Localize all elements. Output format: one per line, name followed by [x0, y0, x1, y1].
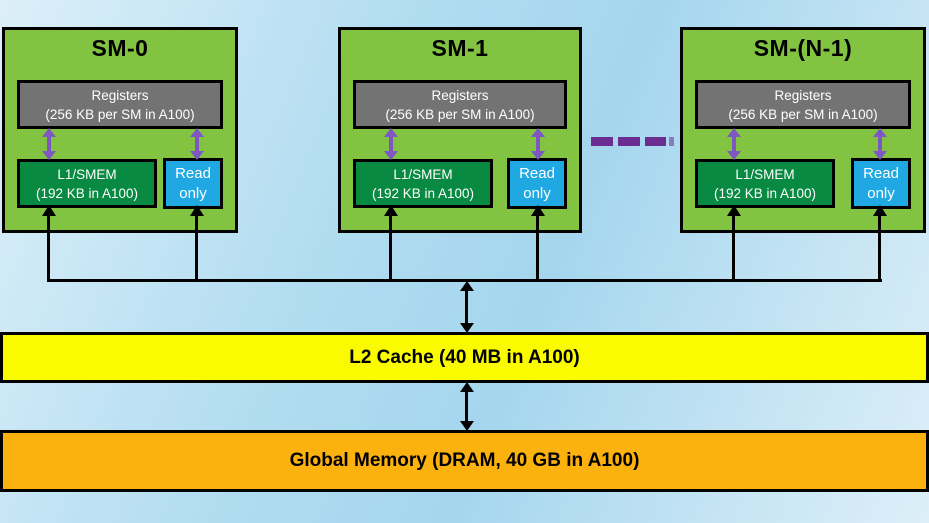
l1-smem-label-line1: L1/SMEM [393, 166, 453, 182]
arrowhead-up-icon [531, 128, 545, 137]
registers-label-line2: (256 KB per SM in A100) [728, 106, 878, 122]
global-memory-bar: Global Memory (DRAM, 40 GB in A100) [0, 430, 929, 492]
arrowhead-down-icon [42, 151, 56, 160]
registers-readonly-arrow-smn1 [873, 128, 887, 160]
arrow-shaft [732, 135, 736, 153]
l1-smem-label-line2: (192 KB in A100) [713, 185, 817, 201]
sm-1-title: SM-1 [431, 35, 489, 61]
sm-1-l1-smem-box: L1/SMEM (192 KB in A100) [353, 159, 493, 208]
l1-smem-label-line2: (192 KB in A100) [35, 185, 139, 201]
arrowhead-up-icon [460, 382, 474, 392]
arrowhead-down-icon [727, 151, 741, 160]
registers-l1-arrow-smn1 [727, 128, 741, 160]
arrowhead-up-icon [873, 128, 887, 137]
arrowhead-up-icon [384, 128, 398, 137]
l1-smem-label-line1: L1/SMEM [735, 166, 795, 182]
arrowhead-up-icon [42, 205, 56, 216]
arrowhead-up-icon [190, 128, 204, 137]
read-only-label-line1: Read [519, 164, 555, 182]
continuation-dash [669, 137, 674, 146]
registers-readonly-arrow-sm0 [190, 128, 204, 160]
read-only-label-line2: only [867, 184, 895, 202]
sm-0-l1-smem-box: L1/SMEM (192 KB in A100) [17, 159, 157, 208]
registers-label-line1: Registers [91, 87, 149, 103]
bus-to-readonly-arrow-sm1 [531, 205, 545, 282]
global-memory-label: Global Memory (DRAM, 40 GB in A100) [289, 450, 640, 471]
arrowhead-up-icon [873, 205, 887, 216]
arrowhead-down-icon [460, 421, 474, 431]
sm-0-title: SM-0 [91, 35, 149, 61]
arrowhead-up-icon [384, 205, 398, 216]
arrow-shaft [47, 213, 50, 282]
arrow-shaft [732, 213, 735, 282]
arrowhead-down-icon [190, 151, 204, 160]
sm-1-block: SM-1 Registers (256 KB per SM in A100) L… [338, 27, 582, 233]
sm-0-read-only-box: Read only [163, 158, 223, 209]
arrowhead-up-icon [727, 128, 741, 137]
arrow-shaft [536, 213, 539, 282]
registers-l1-arrow-sm1 [384, 128, 398, 160]
sm-0-registers-box: Registers (256 KB per SM in A100) [17, 80, 223, 129]
arrow-shaft [465, 288, 468, 326]
registers-label-line2: (256 KB per SM in A100) [45, 106, 195, 122]
l2-cache-label: L2 Cache (40 MB in A100) [349, 346, 580, 368]
sm-n-1-block: SM-(N-1) Registers (256 KB per SM in A10… [680, 27, 926, 233]
continuation-dash [591, 137, 613, 146]
read-only-label-line2: only [179, 184, 207, 202]
arrow-shaft [536, 135, 540, 153]
arrow-shaft [389, 213, 392, 282]
sm-n-1-l1-smem-box: L1/SMEM (192 KB in A100) [695, 159, 835, 208]
arrowhead-down-icon [384, 151, 398, 160]
arrow-shaft [465, 389, 468, 424]
registers-l1-arrow-sm0 [42, 128, 56, 160]
sm-n-1-read-only-box: Read only [851, 158, 911, 209]
arrow-shaft [878, 213, 881, 282]
arrow-shaft [195, 213, 198, 282]
arrowhead-up-icon [190, 205, 204, 216]
sm-bus-line [48, 279, 882, 282]
arrow-shaft [878, 135, 882, 153]
arrow-shaft [389, 135, 393, 153]
arrowhead-down-icon [873, 151, 887, 160]
registers-readonly-arrow-sm1 [531, 128, 545, 160]
continuation-dash [618, 137, 640, 146]
sm-1-read-only-box: Read only [507, 158, 567, 209]
sm-n-1-registers-box: Registers (256 KB per SM in A100) [695, 80, 911, 129]
arrowhead-down-icon [460, 323, 474, 333]
arrowhead-up-icon [727, 205, 741, 216]
l1-smem-label-line1: L1/SMEM [57, 166, 117, 182]
registers-label-line1: Registers [774, 87, 832, 103]
bus-to-l1-arrow-smn1 [727, 205, 741, 282]
sm-0-block: SM-0 Registers (256 KB per SM in A100) L… [2, 27, 238, 233]
arrow-shaft [47, 135, 51, 153]
l2-global-arrow [460, 382, 474, 431]
registers-label-line2: (256 KB per SM in A100) [385, 106, 535, 122]
bus-to-l1-arrow-sm0 [42, 205, 56, 282]
arrowhead-up-icon [460, 281, 474, 291]
registers-label-line1: Registers [431, 87, 489, 103]
l2-cache-bar: L2 Cache (40 MB in A100) [0, 332, 929, 383]
l1-smem-label-line2: (192 KB in A100) [371, 185, 475, 201]
bus-l2-arrow [460, 281, 474, 333]
sm-1-registers-box: Registers (256 KB per SM in A100) [353, 80, 567, 129]
arrowhead-up-icon [531, 205, 545, 216]
bus-to-readonly-arrow-smn1 [873, 205, 887, 282]
bus-to-readonly-arrow-sm0 [190, 205, 204, 282]
arrow-shaft [195, 135, 199, 153]
bus-to-l1-arrow-sm1 [384, 205, 398, 282]
read-only-label-line1: Read [175, 164, 211, 182]
read-only-label-line2: only [523, 184, 551, 202]
continuation-dash [645, 137, 666, 146]
arrowhead-down-icon [531, 151, 545, 160]
arrowhead-up-icon [42, 128, 56, 137]
read-only-label-line1: Read [863, 164, 899, 182]
sm-n-1-title: SM-(N-1) [753, 35, 853, 61]
